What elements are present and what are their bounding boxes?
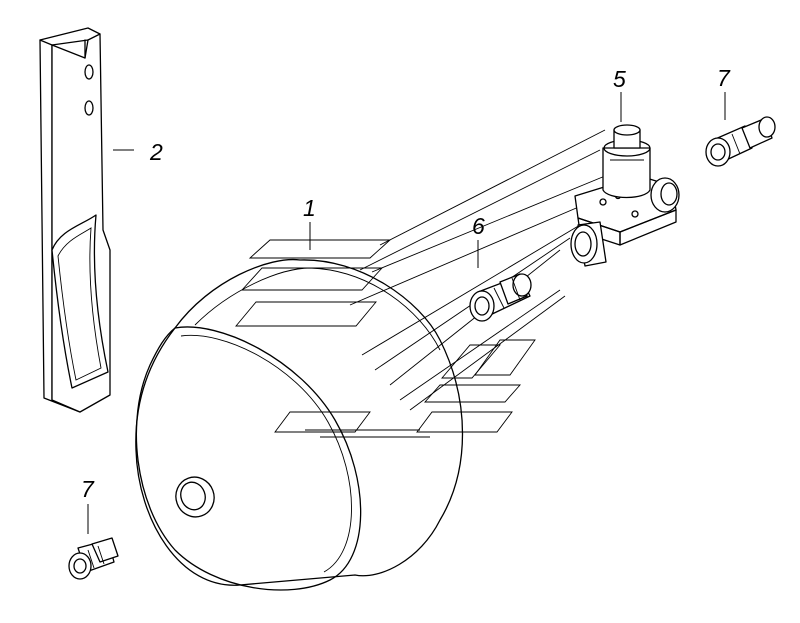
- air-tank-part-1: [135, 258, 464, 591]
- callout-2: 2: [149, 139, 163, 165]
- valve-part-5: [570, 124, 680, 267]
- watermark-hatch: [235, 129, 606, 438]
- callout-1: 1: [303, 195, 316, 221]
- callout-7-top: 7: [717, 65, 731, 91]
- fitting-part-7-bottom: [68, 537, 119, 580]
- bracket-part-2: [39, 27, 111, 413]
- leader-lines: [87, 92, 726, 534]
- callout-6: 6: [472, 213, 485, 239]
- callout-5: 5: [613, 66, 626, 92]
- callout-7-bottom: 7: [81, 476, 95, 502]
- fitting-part-7-top: [705, 116, 776, 167]
- fitting-part-6: [469, 273, 532, 322]
